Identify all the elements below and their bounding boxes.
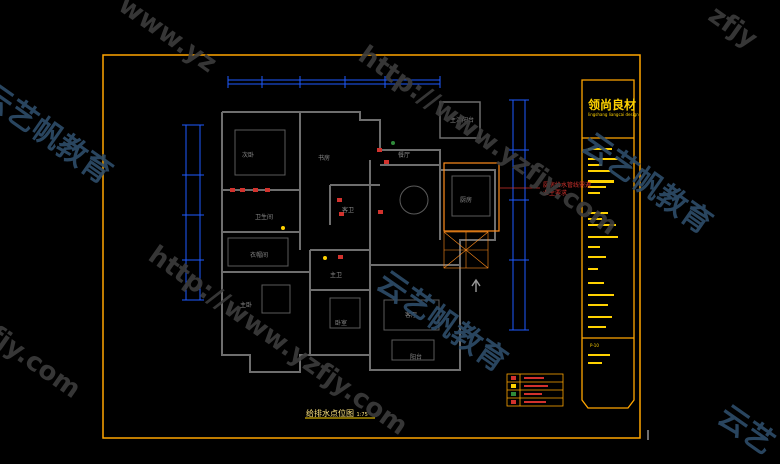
room-label: 次卧	[242, 152, 255, 159]
balcony-box	[439, 101, 481, 139]
left-dimension	[182, 124, 204, 301]
kitchen-highlight	[443, 162, 500, 232]
kitchen-note-line-2: 业主要求	[543, 190, 568, 197]
room-label: 厨房	[460, 197, 473, 204]
title-block-lines	[588, 148, 618, 364]
legend-box	[506, 373, 564, 407]
furniture	[227, 129, 491, 361]
kitchen-note-line-1: 厨房给水管线需遵	[543, 182, 592, 189]
room-label: 主卫	[330, 272, 343, 279]
entry-arrow	[471, 278, 481, 292]
kitchen-tiles	[443, 231, 489, 269]
room-label: 餐厅	[398, 152, 411, 159]
room-label: 客厅	[405, 312, 418, 319]
legend-symbols	[511, 376, 548, 404]
room-label: 书房	[318, 155, 331, 162]
room-label: 生活阳台	[450, 117, 475, 124]
top-dimension	[227, 76, 441, 88]
room-label: 卫生间	[255, 214, 274, 221]
title-block	[581, 79, 635, 409]
page-number: P-10	[590, 343, 599, 348]
brand-title: 领尚良材	[588, 98, 637, 112]
plan-title: 给排水点位图 1:75	[306, 408, 368, 419]
room-label: 卧室	[335, 320, 348, 327]
room-label: 衣帽间	[250, 252, 269, 259]
plan-scale: 1:75	[356, 412, 368, 418]
room-label: 阳台	[410, 354, 423, 361]
drawing-frame	[102, 54, 641, 439]
brand-subtitle: lingshang liangcai design	[588, 112, 639, 117]
right-dimension	[509, 99, 529, 331]
room-label: 主卧	[240, 302, 253, 309]
water-points	[230, 141, 395, 260]
room-label: 客卫	[342, 207, 355, 214]
plan-title-text: 给排水点位图	[306, 409, 354, 418]
